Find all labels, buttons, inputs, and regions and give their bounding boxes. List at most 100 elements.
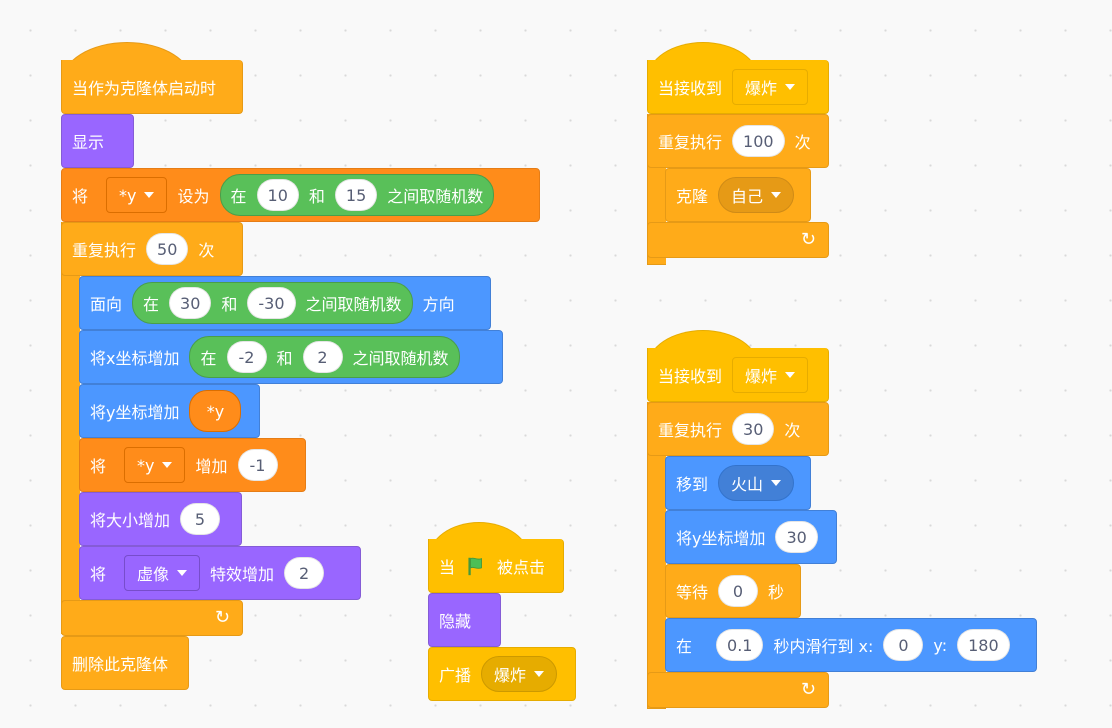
glide-x-input[interactable]: 0 (883, 629, 924, 661)
create-clone-block[interactable]: 克隆 自己 (665, 168, 811, 222)
change-x-block[interactable]: 将x坐标增加 在 -2 和 2 之间取随机数 (79, 330, 503, 384)
clone-target-dropdown[interactable]: 自己 (718, 177, 795, 213)
show-block[interactable]: 显示 (61, 114, 134, 168)
dropdown-arrow-icon (162, 462, 173, 468)
repeat-block-bottom: ↻ (647, 222, 829, 258)
random-suffix: 之间取随机数 (305, 295, 402, 314)
broadcast-label: 广播 (439, 666, 472, 685)
delete-clone-block[interactable]: 删除此克隆体 (61, 636, 189, 690)
change-label: 将 (90, 565, 107, 584)
times-label: 次 (794, 133, 811, 152)
when-start-as-clone-hat[interactable]: 当作为克隆体启动时 (61, 60, 243, 114)
change-value-input[interactable]: -1 (237, 449, 278, 481)
change-x-label: 将x坐标增加 (90, 349, 180, 368)
repeat-block[interactable]: 重复执行 50 次 (61, 222, 243, 276)
random-from-input[interactable]: -2 (226, 341, 267, 373)
go-to-block[interactable]: 移到 火山 (665, 456, 811, 510)
go-to-target-name: 火山 (731, 475, 764, 494)
size-input[interactable]: 5 (180, 503, 221, 535)
message-name: 爆炸 (745, 366, 778, 386)
change-size-label: 将大小增加 (90, 511, 171, 530)
random-reporter[interactable]: 在 30 和 -30 之间取随机数 (132, 282, 413, 324)
clone-target-name: 自己 (731, 187, 764, 206)
to-label: 和 (221, 295, 238, 314)
repeat-block-bottom: ↻ (647, 672, 829, 708)
random-from-input[interactable]: 30 (169, 287, 212, 319)
change-y-label: 将y坐标增加 (676, 529, 766, 548)
variable-reporter[interactable]: *y (189, 390, 242, 432)
message-name: 爆炸 (745, 78, 778, 98)
variable-dropdown[interactable]: *y (106, 177, 168, 213)
green-flag-icon (468, 557, 482, 575)
when-flag-clicked-hat[interactable]: 当 被点击 (428, 539, 564, 593)
random-from-input[interactable]: 10 (256, 179, 299, 211)
go-to-label: 移到 (676, 475, 709, 494)
wait-seconds-input[interactable]: 0 (718, 575, 759, 607)
to-label: 和 (276, 349, 293, 368)
direction-label: 方向 (422, 295, 455, 314)
variable-dropdown[interactable]: *y (124, 447, 186, 483)
effect-dropdown[interactable]: 虚像 (124, 555, 201, 591)
repeat-count-input[interactable]: 100 (732, 125, 785, 157)
change-label: 将 (90, 457, 107, 476)
dropdown-arrow-icon (785, 83, 796, 90)
change-size-block[interactable]: 将大小增加 5 (79, 492, 242, 546)
when-receive-label: 当接收到 (658, 366, 723, 386)
change-y-label: 将y坐标增加 (90, 403, 180, 422)
broadcast-block[interactable]: 广播 爆炸 (428, 647, 576, 701)
message-dropdown[interactable]: 爆炸 (732, 356, 809, 393)
change-y-input[interactable]: 30 (775, 521, 818, 553)
hide-block[interactable]: 隐藏 (428, 593, 501, 647)
change-variable-block[interactable]: 将 *y 增加 -1 (79, 438, 306, 492)
repeat-count-input[interactable]: 50 (146, 233, 189, 265)
glide-y-label: y: (933, 635, 948, 655)
random-suffix: 之间取随机数 (352, 349, 449, 368)
pick-random-label: 在 (143, 295, 160, 314)
repeat-arrow-icon: ↻ (800, 229, 816, 250)
pick-random-label: 在 (230, 187, 247, 206)
random-to-input[interactable]: 15 (334, 179, 378, 211)
clone-label: 克隆 (676, 187, 709, 206)
change-effect-block[interactable]: 将 虚像 特效增加 2 (79, 546, 361, 600)
set-variable-block[interactable]: 将 *y 设为 在 10 和 15 之间取随机数 (61, 168, 540, 222)
repeat-block[interactable]: 重复执行 100 次 (647, 114, 829, 168)
when-label: 当 (439, 557, 456, 577)
seconds-label: 秒 (768, 583, 785, 602)
message-dropdown[interactable]: 爆炸 (732, 68, 809, 105)
random-to-input[interactable]: 2 (302, 341, 343, 373)
dropdown-arrow-icon (771, 192, 782, 198)
glide-to-xy-block[interactable]: 在 0.1 秒内滑行到 x: 0 y: 180 (665, 618, 1037, 672)
clicked-label: 被点击 (497, 557, 546, 577)
effect-value-input[interactable]: 2 (284, 557, 325, 589)
point-in-direction-block[interactable]: 面向 在 30 和 -30 之间取随机数 方向 (79, 276, 491, 330)
point-label: 面向 (90, 295, 123, 314)
times-label: 次 (784, 421, 801, 440)
go-to-target-dropdown[interactable]: 火山 (718, 465, 795, 501)
pick-random-label: 在 (200, 349, 217, 368)
glide-y-input[interactable]: 180 (957, 629, 1010, 661)
effect-by-label: 特效增加 (210, 565, 275, 584)
dropdown-arrow-icon (177, 570, 188, 576)
variable-name: *y (119, 185, 137, 205)
random-reporter[interactable]: 在 10 和 15 之间取随机数 (219, 174, 495, 216)
repeat-count-input[interactable]: 30 (732, 413, 775, 445)
repeat-arrow-icon: ↻ (214, 607, 230, 628)
dropdown-arrow-icon (771, 480, 782, 486)
random-reporter[interactable]: 在 -2 和 2 之间取随机数 (189, 336, 460, 378)
wait-block[interactable]: 等待 0 秒 (665, 564, 801, 618)
change-y-block[interactable]: 将y坐标增加 *y (79, 384, 260, 438)
repeat-label: 重复执行 (72, 241, 137, 260)
when-receive-hat[interactable]: 当接收到 爆炸 (647, 348, 829, 402)
random-to-input[interactable]: -30 (247, 287, 296, 319)
glide-seconds-input[interactable]: 0.1 (716, 629, 764, 661)
show-label: 显示 (72, 133, 105, 152)
set-label: 将 (72, 187, 89, 206)
repeat-block[interactable]: 重复执行 30 次 (647, 402, 829, 456)
hat-label: 当作为克隆体启动时 (72, 78, 217, 98)
when-receive-hat[interactable]: 当接收到 爆炸 (647, 60, 829, 114)
message-dropdown[interactable]: 爆炸 (481, 656, 558, 692)
dropdown-arrow-icon (144, 192, 155, 198)
glide-label: 在 (676, 637, 693, 656)
delete-clone-label: 删除此克隆体 (72, 655, 169, 674)
change-y-block[interactable]: 将y坐标增加 30 (665, 510, 837, 564)
